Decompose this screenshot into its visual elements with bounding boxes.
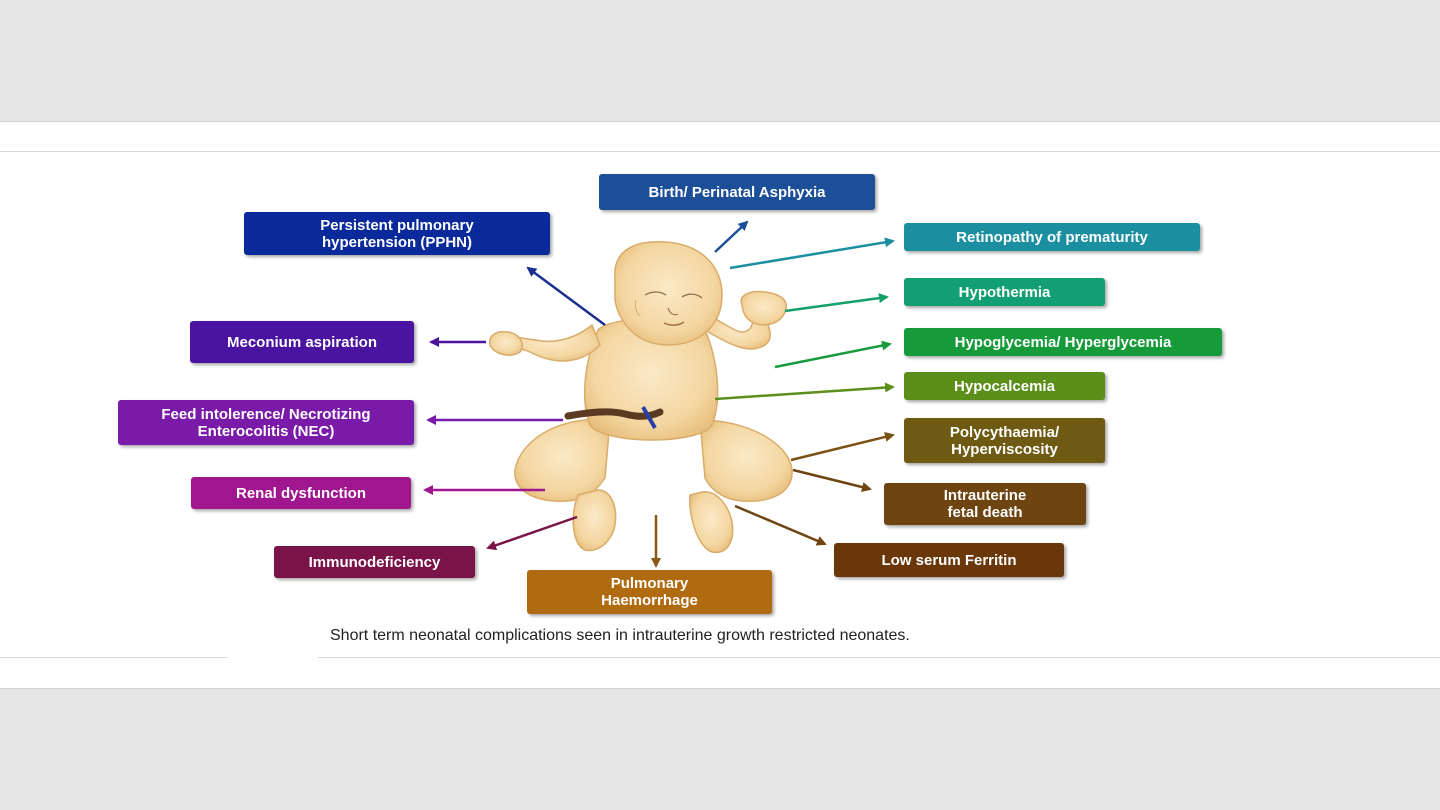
box-retinopathy: Retinopathy of prematurity bbox=[904, 223, 1200, 251]
box-pulmonary-haemorrhage: Pulmonary Haemorrhage bbox=[527, 570, 772, 614]
arrow-hypothermia bbox=[784, 293, 889, 313]
box-renal: Renal dysfunction bbox=[191, 477, 411, 509]
arrow-pphn bbox=[526, 266, 606, 327]
box-polycythaemia: Polycythaemia/ Hyperviscosity bbox=[904, 418, 1105, 463]
arrow-hypoglycemia bbox=[774, 340, 892, 369]
arrow-hypocalcemia bbox=[714, 382, 895, 401]
figure-caption: Short term neonatal complications seen i… bbox=[330, 627, 910, 644]
connector-arrows bbox=[423, 220, 895, 568]
arrow-retinopathy bbox=[729, 237, 895, 270]
box-hypothermia: Hypothermia bbox=[904, 278, 1105, 306]
box-pphn: Persistent pulmonary hypertension (PPHN) bbox=[244, 212, 550, 255]
infant-illustration bbox=[488, 241, 793, 554]
box-nec: Feed intolerence/ Necrotizing Enterocoli… bbox=[118, 400, 414, 445]
box-hypocalcemia: Hypocalcemia bbox=[904, 372, 1105, 400]
box-meconium: Meconium aspiration bbox=[190, 321, 414, 363]
bottom-divider bbox=[0, 657, 1440, 658]
arrow-iufd bbox=[792, 468, 872, 492]
box-ferritin: Low serum Ferritin bbox=[834, 543, 1064, 577]
box-immunodeficiency: Immunodeficiency bbox=[274, 546, 475, 578]
arrow-ferritin bbox=[734, 504, 827, 546]
top-divider bbox=[0, 151, 1440, 152]
box-hypoglycemia: Hypoglycemia/ Hyperglycemia bbox=[904, 328, 1222, 356]
arrow-immunodeficiency bbox=[486, 515, 578, 551]
arrow-polycythaemia bbox=[790, 432, 895, 462]
box-iufd: Intrauterine fetal death bbox=[884, 483, 1086, 525]
divider-gap bbox=[228, 656, 318, 660]
box-birth-asphyxia: Birth/ Perinatal Asphyxia bbox=[599, 174, 875, 210]
arrow-birth-asphyxia bbox=[714, 220, 749, 253]
